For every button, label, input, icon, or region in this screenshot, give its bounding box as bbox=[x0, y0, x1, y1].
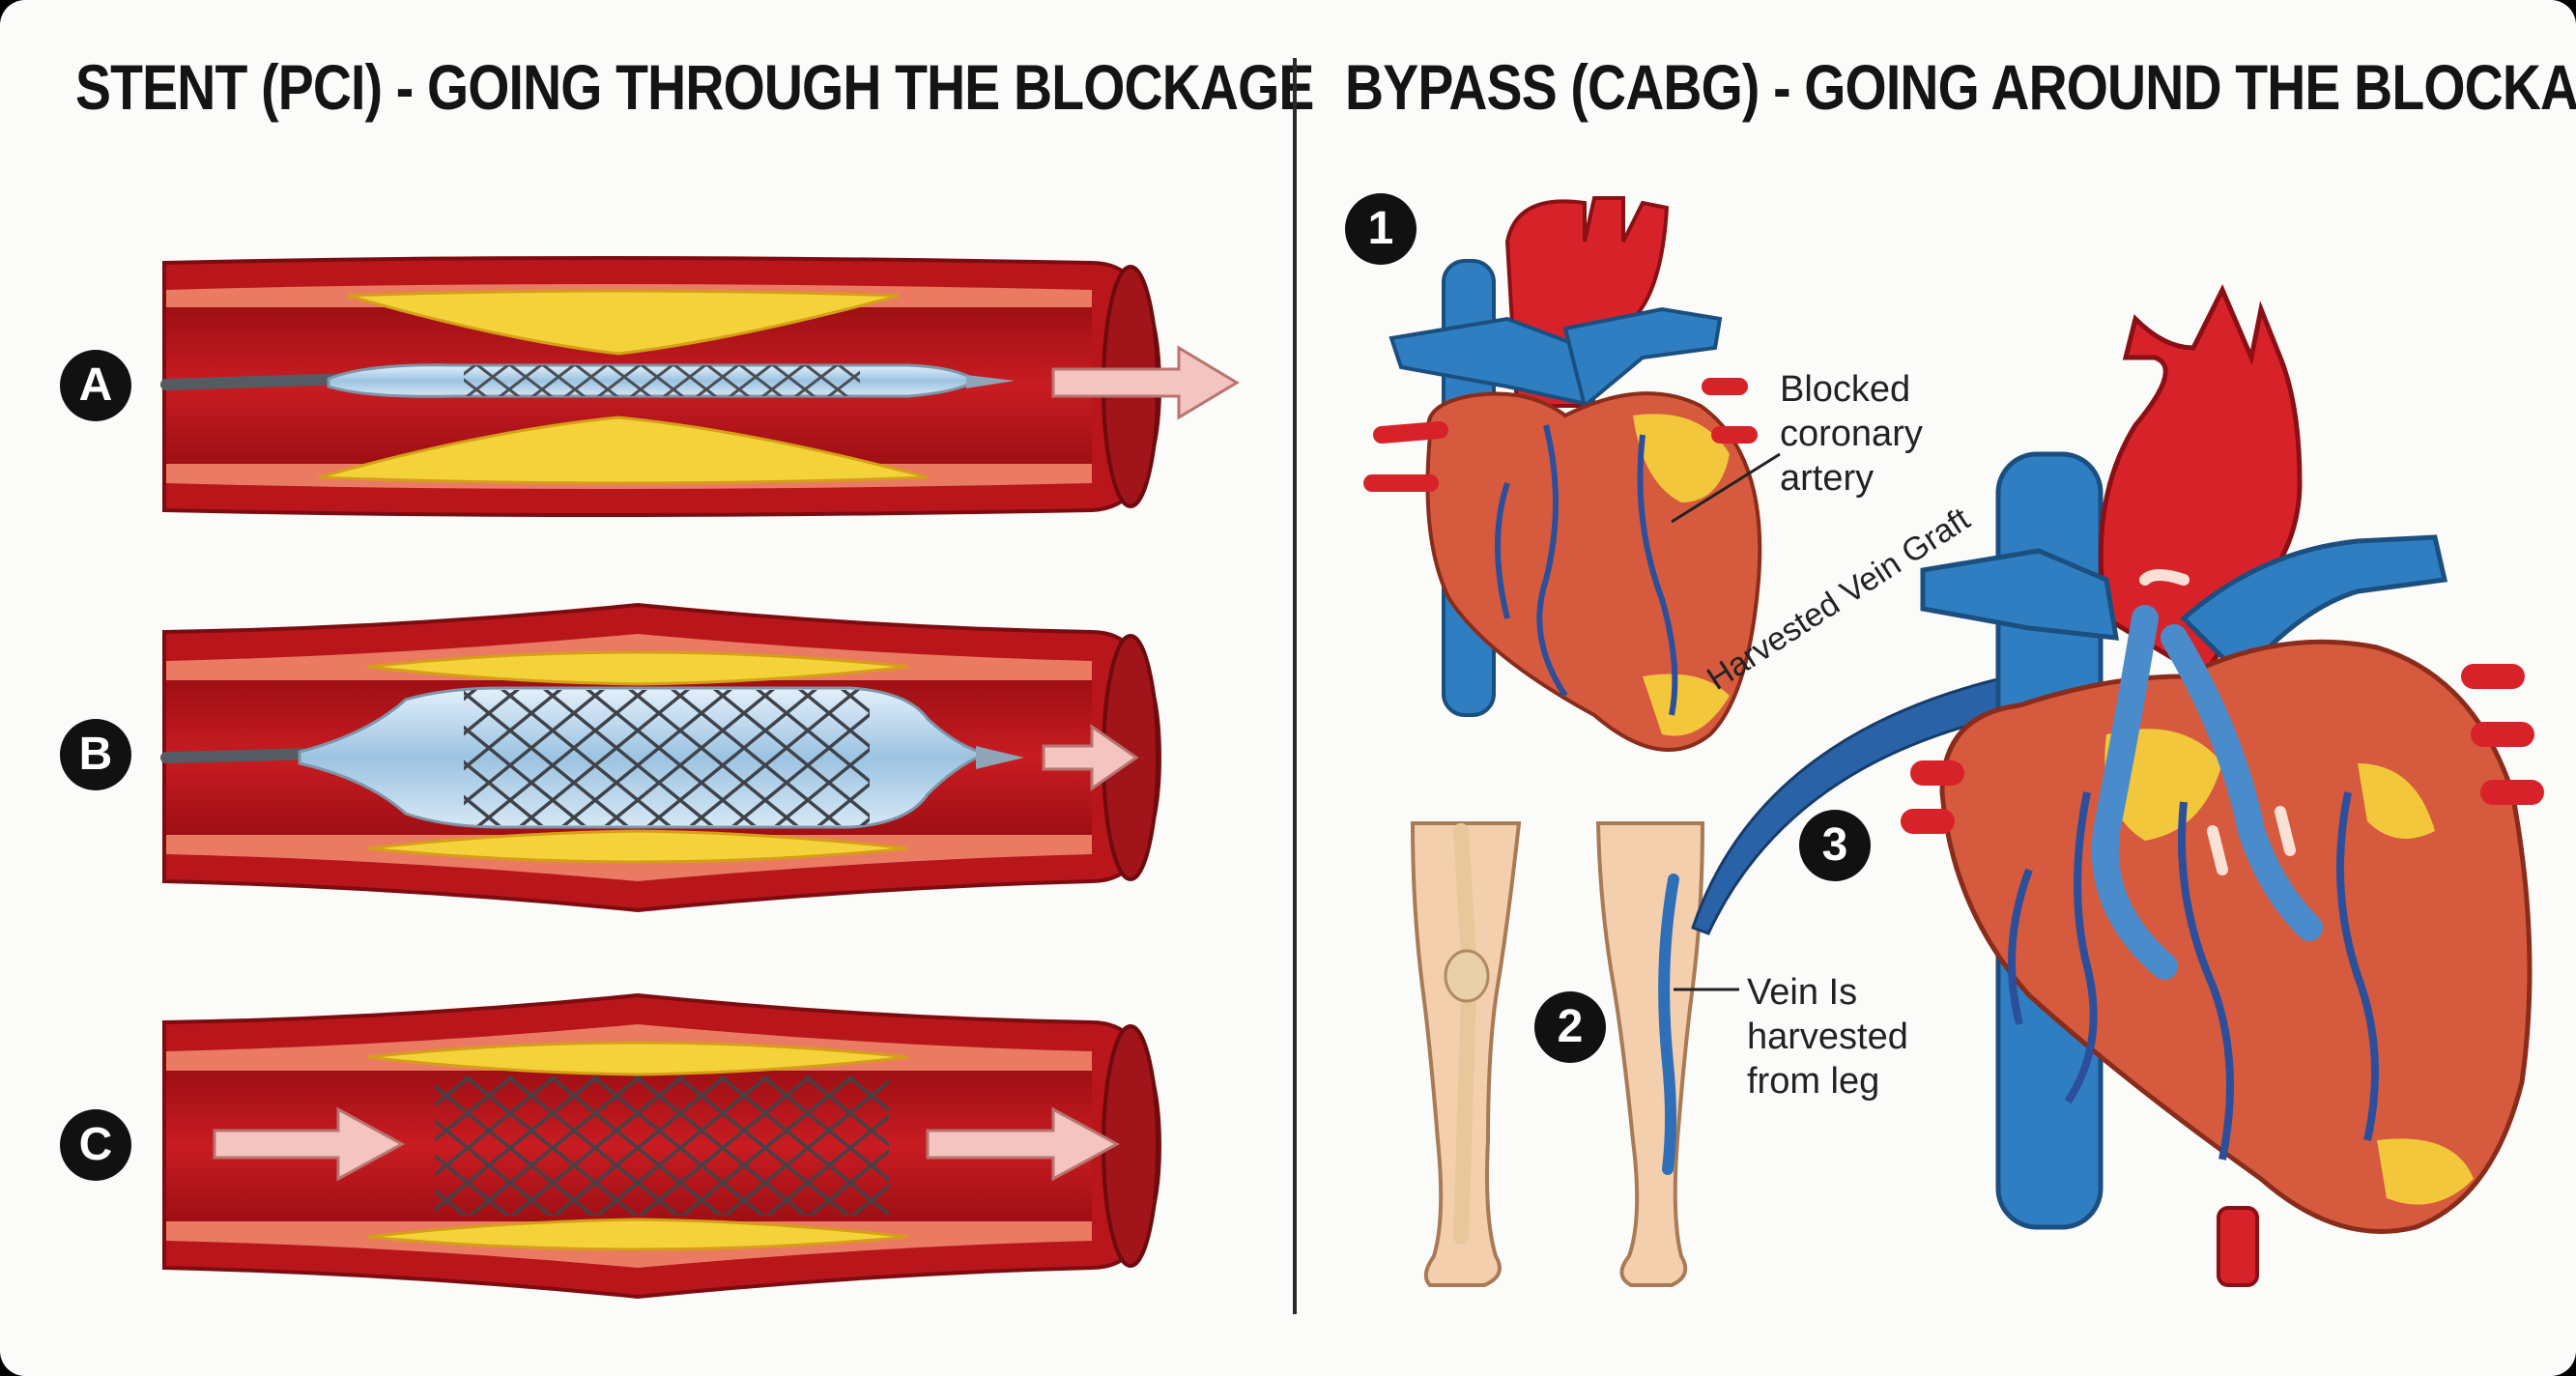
catheter-b-tip bbox=[976, 746, 1024, 769]
plaque-b-top bbox=[366, 650, 909, 686]
step-marker-b: B bbox=[60, 719, 131, 790]
graft-vessel-2 bbox=[2161, 624, 2323, 941]
heart-3-flow-arrows bbox=[2139, 569, 2296, 875]
heart-3-pulmonary-right bbox=[2180, 534, 2448, 680]
heart-1-pulmonary-right bbox=[1562, 306, 1723, 410]
step-marker-1: 1 bbox=[1345, 193, 1417, 265]
leg-left-bone bbox=[1453, 823, 1476, 1245]
step-marker-a: A bbox=[60, 350, 131, 421]
blocked-artery-leader bbox=[1671, 452, 1781, 524]
heart-3 bbox=[1901, 284, 2544, 1287]
blocked-artery-label-line2: coronary bbox=[1780, 414, 1923, 454]
heart-3-coronary-arteries bbox=[2008, 791, 2379, 1161]
blocked-artery-label: Blocked coronary artery bbox=[1780, 367, 1923, 501]
panel-divider bbox=[1293, 58, 1297, 1314]
legs bbox=[1410, 821, 1739, 1287]
stent-b-expanded bbox=[464, 690, 870, 825]
flow-arrow-c-out bbox=[926, 1106, 1121, 1182]
heart-1 bbox=[1363, 196, 1781, 752]
vein-harvest-label-line1: Vein Is bbox=[1747, 972, 1858, 1013]
step-marker-3: 3 bbox=[1799, 810, 1871, 881]
stent-c-deployed bbox=[435, 1076, 889, 1216]
heart-3-fat bbox=[2104, 729, 2474, 1205]
heart-1-vessels-small bbox=[1363, 378, 1758, 492]
vessel-a bbox=[160, 256, 1240, 517]
bypass-panel-title: BYPASS (CABG) - GOING AROUND THE BLOCKAG… bbox=[1345, 51, 2576, 123]
blocked-artery-label-line1: Blocked bbox=[1780, 369, 1911, 410]
catheter-b-wire bbox=[160, 748, 325, 763]
vein-harvest-label: Vein Is harvested from leg bbox=[1747, 970, 1908, 1104]
stent-panel-title: STENT (PCI) - GOING THROUGH THE BLOCKAGE bbox=[75, 51, 1314, 123]
harvested-vein bbox=[1658, 874, 1679, 1175]
heart-3-pulmonary bbox=[1920, 548, 2120, 641]
step-marker-2: 2 bbox=[1534, 991, 1606, 1063]
stent-a-collapsed bbox=[464, 365, 860, 396]
plaque-a-top bbox=[347, 289, 900, 356]
flow-arrow-a bbox=[1051, 345, 1240, 420]
heart-3-branch-vessels bbox=[1901, 664, 2544, 834]
leg-right bbox=[1595, 821, 1705, 1287]
vessel-b bbox=[160, 602, 1162, 913]
blocked-artery-label-line3: artery bbox=[1780, 458, 1875, 499]
heart-1-coronary-artery bbox=[1495, 424, 1678, 716]
graft-vessel-1 bbox=[2091, 605, 2178, 980]
plaque-b-bottom bbox=[366, 829, 909, 864]
catheter-a-wire bbox=[160, 373, 354, 390]
heart-3-bottom-vessel bbox=[2217, 1206, 2259, 1287]
plaque-c-top bbox=[366, 1041, 909, 1076]
vessel-c bbox=[162, 992, 1162, 1300]
vein-harvest-label-line2: harvested bbox=[1747, 1017, 1908, 1057]
vein-harvest-label-line3: from leg bbox=[1747, 1061, 1880, 1102]
heart-1-fat-lower bbox=[1643, 674, 1730, 736]
plaque-c-bottom bbox=[366, 1218, 909, 1251]
catheter-a-tip bbox=[966, 375, 1015, 388]
flow-arrow-c-in bbox=[213, 1106, 406, 1182]
flow-arrow-b bbox=[1042, 724, 1139, 791]
leg-left-knee bbox=[1444, 949, 1490, 1003]
step-marker-c: C bbox=[60, 1109, 131, 1181]
plaque-a-bottom bbox=[318, 416, 929, 485]
heart-1-fat bbox=[1633, 414, 1730, 502]
